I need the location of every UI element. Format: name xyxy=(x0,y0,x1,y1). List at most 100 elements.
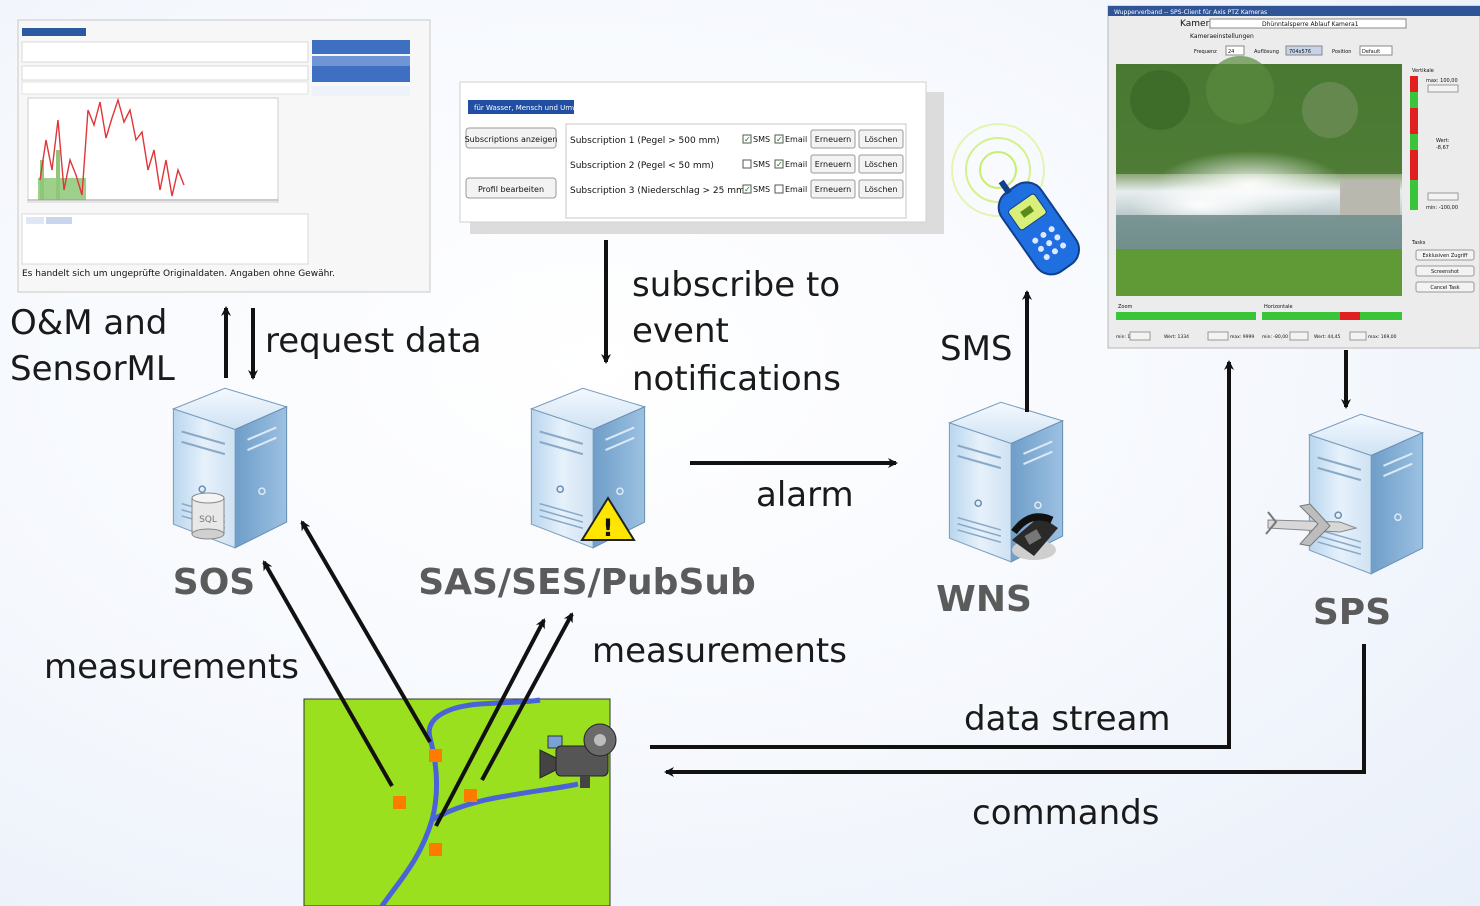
drone-icon xyxy=(1265,503,1358,547)
delete-button[interactable]: Löschen xyxy=(858,179,904,199)
sql-database-icon: SQL xyxy=(191,492,225,540)
sps-client-screenshot: Wupperverband -- SPS-Client für Axis PTZ… xyxy=(1107,5,1480,349)
svg-text:✓: ✓ xyxy=(776,135,783,144)
sps-horizontal-max: max: 169,00 xyxy=(1368,334,1397,340)
email-checkbox[interactable] xyxy=(774,184,784,194)
subscription-name: Subscription 1 (Pegel > 500 mm) xyxy=(570,136,720,146)
sps-vertical-label: Vertikale xyxy=(1412,68,1434,74)
commands-label: commands xyxy=(972,793,1159,833)
sps-vertical-up-button[interactable] xyxy=(1427,84,1459,93)
show-subscriptions-button[interactable]: Subscriptions anzeigen xyxy=(465,127,558,149)
measurement-arrow-sas-1 xyxy=(434,618,546,827)
svg-text:Erneuern: Erneuern xyxy=(815,185,851,194)
subscription-row: Subscription 1 (Pegel > 500 mm)✓SMS✓Emai… xyxy=(570,129,904,149)
warning-icon: ! xyxy=(580,496,636,542)
sps-vertical-down-button[interactable] xyxy=(1427,192,1459,201)
svg-text:✓: ✓ xyxy=(744,135,751,144)
sps-vertical-slider[interactable] xyxy=(1410,76,1418,210)
svg-text:!: ! xyxy=(603,514,614,542)
sps-horizontal-slider[interactable] xyxy=(1262,312,1402,320)
sms-checkbox[interactable]: ✓ xyxy=(742,184,752,194)
svg-text:Profil bearbeiten: Profil bearbeiten xyxy=(478,185,544,194)
sps-resolution-label: Auflösung xyxy=(1254,49,1279,55)
sps-position-select[interactable]: Default xyxy=(1359,45,1393,56)
sps-horizontal-up-button[interactable] xyxy=(1349,331,1367,341)
sps-vertical-value-label: Wert: xyxy=(1436,138,1450,144)
sps-resolution-select[interactable]: 704x576 xyxy=(1285,45,1323,56)
sps-horizontal-label: Horizontale xyxy=(1264,304,1293,310)
measurement-arrow-sos-1 xyxy=(262,560,394,787)
sos-service-label: SOS xyxy=(173,562,255,603)
svg-text:704x576: 704x576 xyxy=(1289,49,1311,55)
sps-server xyxy=(1265,413,1424,575)
sos-server: SQL xyxy=(172,387,288,549)
svg-text:Subscriptions anzeigen: Subscriptions anzeigen xyxy=(465,135,558,144)
sps-camera-label: Kamera xyxy=(1180,19,1215,29)
om-sensorml-label-line2: SensorML xyxy=(10,349,175,389)
sps-frequency-select[interactable]: 24 xyxy=(1225,45,1245,56)
sps-horizontal-down-button[interactable] xyxy=(1289,331,1309,341)
sps-zoom-label: Zoom xyxy=(1118,304,1133,310)
svg-text:✓: ✓ xyxy=(744,185,751,194)
subscription-list: Subscription 1 (Pegel > 500 mm)✓SMS✓Emai… xyxy=(570,129,904,199)
sps-horizontal-min: min: -80,00 xyxy=(1262,334,1288,340)
sos-client-footer-note: Es handelt sich um ungeprüfte Originalda… xyxy=(22,269,335,279)
sms-checkbox[interactable] xyxy=(742,159,752,169)
email-checkbox[interactable]: ✓ xyxy=(774,134,784,144)
river-tributary xyxy=(430,781,579,823)
sps-zoom-value: Wert: 1334 xyxy=(1164,334,1189,340)
commands-arrow xyxy=(664,644,1366,777)
sas-server: ! xyxy=(530,387,646,549)
svg-text:Screenshot: Screenshot xyxy=(1431,269,1459,275)
measurements-label-right: measurements xyxy=(592,631,847,671)
renew-button[interactable]: Erneuern xyxy=(810,129,856,149)
subscribe-label-line2: event xyxy=(632,311,729,351)
sps-zoom-slider[interactable] xyxy=(1116,312,1256,320)
request-data-label: request data xyxy=(265,321,482,361)
wns-server xyxy=(948,401,1064,563)
mobile-phone-icon xyxy=(951,123,1080,276)
svg-text:Default: Default xyxy=(1362,49,1380,55)
sensor-marker xyxy=(393,796,406,809)
sps-settings-label: Kameraeinstellungen xyxy=(1190,33,1254,40)
sps-vertical-max: max: 100,00 xyxy=(1426,78,1458,84)
sms-checkbox[interactable]: ✓ xyxy=(742,134,752,144)
sas-service-label: SAS/SES/PubSub xyxy=(418,562,756,603)
sps-camera-select[interactable]: Dhünntalsperre Ablauf Kamera1 xyxy=(1209,18,1407,29)
sps-zoom-max: max: 9999 xyxy=(1230,334,1254,340)
measurements-label-left: measurements xyxy=(44,647,299,687)
measurement-arrow-sos-2 xyxy=(300,520,432,744)
svg-text:Exklusiven Zugriff: Exklusiven Zugriff xyxy=(1422,253,1468,259)
data-stream-arrow xyxy=(650,360,1234,749)
sps-zoom-up-button[interactable] xyxy=(1207,331,1229,341)
delete-button[interactable]: Löschen xyxy=(858,154,904,174)
sps-task-button[interactable]: Screenshot xyxy=(1415,265,1475,277)
sps-task-button[interactable]: Cancel Task xyxy=(1415,281,1475,293)
edit-profile-button[interactable]: Profil bearbeiten xyxy=(465,177,557,199)
sps-zoom-down-button[interactable] xyxy=(1129,331,1151,341)
renew-button[interactable]: Erneuern xyxy=(810,154,856,174)
svg-text:✓: ✓ xyxy=(776,160,783,169)
sps-vertical-value: -8,67 xyxy=(1436,145,1449,151)
svg-text:Löschen: Löschen xyxy=(865,135,898,144)
flow-arrows xyxy=(221,240,1366,827)
svg-text:24: 24 xyxy=(1228,49,1234,55)
subscribe-label-line1: subscribe to xyxy=(632,265,840,305)
sps-service-label: SPS xyxy=(1313,592,1391,633)
subscription-panel: für Wasser, Mensch und Umwelt Subscripti… xyxy=(459,81,944,234)
email-checkbox-label: Email xyxy=(785,160,807,169)
email-checkbox-label: Email xyxy=(785,185,807,194)
renew-button[interactable]: Erneuern xyxy=(810,179,856,199)
sms-checkbox-label: SMS xyxy=(753,160,770,169)
email-checkbox[interactable]: ✓ xyxy=(774,159,784,169)
sps-zoom-min: min: 1 xyxy=(1116,334,1130,340)
sps-horizontal-value: Wert: 44,45 xyxy=(1314,334,1341,340)
sps-task-button[interactable]: Exklusiven Zugriff xyxy=(1415,249,1475,261)
delete-button[interactable]: Löschen xyxy=(858,129,904,149)
sms-label: SMS xyxy=(940,329,1013,369)
video-camera-icon xyxy=(539,723,617,788)
sps-client-title: Wupperverband -- SPS-Client für Axis PTZ… xyxy=(1114,9,1267,16)
alarm-label: alarm xyxy=(756,475,854,515)
